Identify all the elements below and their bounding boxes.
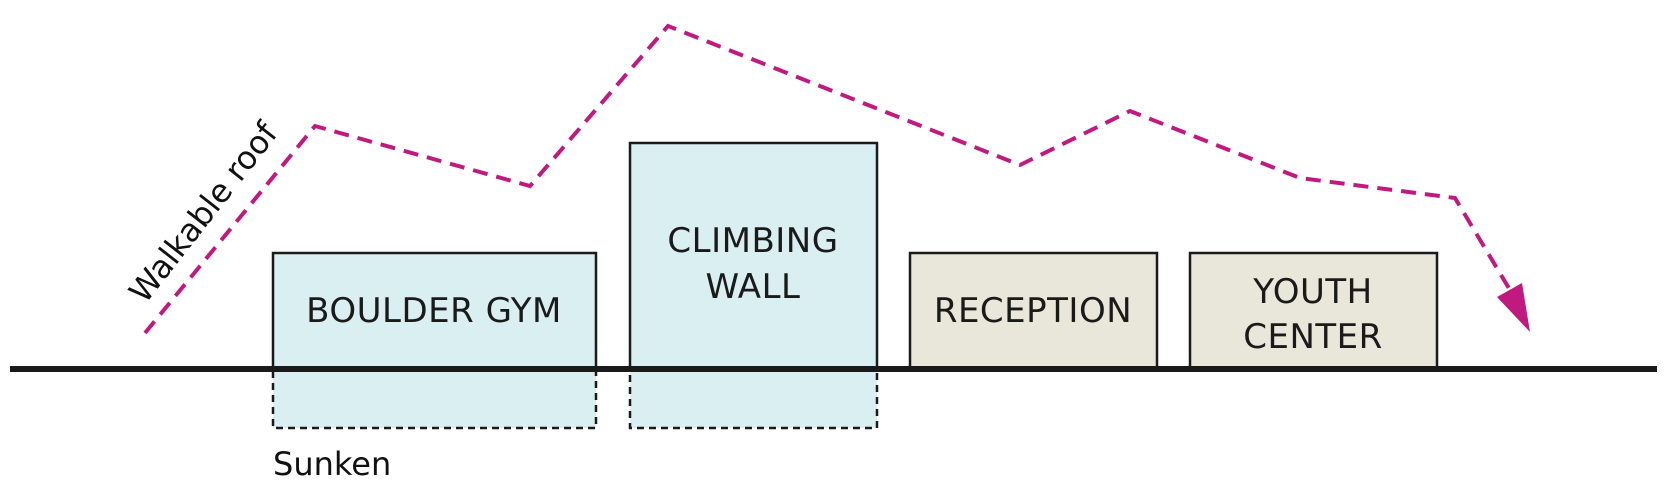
youth-center-label-line1: YOUTH <box>1252 272 1372 312</box>
reception-box <box>908 251 1159 370</box>
reception-label: RECEPTION <box>934 291 1132 331</box>
youth-center-block: YOUTH CENTER <box>1188 251 1439 370</box>
climbing-wall-box <box>628 141 879 370</box>
boulder-gym-box <box>271 251 598 370</box>
youth-center-box <box>1188 251 1439 370</box>
reception-block: RECEPTION <box>908 251 1159 370</box>
climbing-wall-label-line2: WALL <box>706 267 801 307</box>
sunken-label: Sunken <box>273 445 391 483</box>
roof-arrowhead-icon <box>1497 283 1530 332</box>
youth-center-label-line2: CENTER <box>1243 317 1383 357</box>
climbing-wall-sunken-portion <box>628 366 879 430</box>
climbing-wall-block: CLIMBING WALL <box>628 141 879 370</box>
walkable-roof-label: Walkable roof <box>121 114 285 309</box>
boulder-gym-sunken-portion <box>271 366 598 430</box>
boulder-gym-label: BOULDER GYM <box>306 291 562 331</box>
sunken-portions <box>271 366 879 430</box>
walkable-roof-path <box>143 23 1512 335</box>
boulder-gym-block: BOULDER GYM <box>271 251 598 370</box>
climbing-wall-label-line1: CLIMBING <box>667 221 838 261</box>
